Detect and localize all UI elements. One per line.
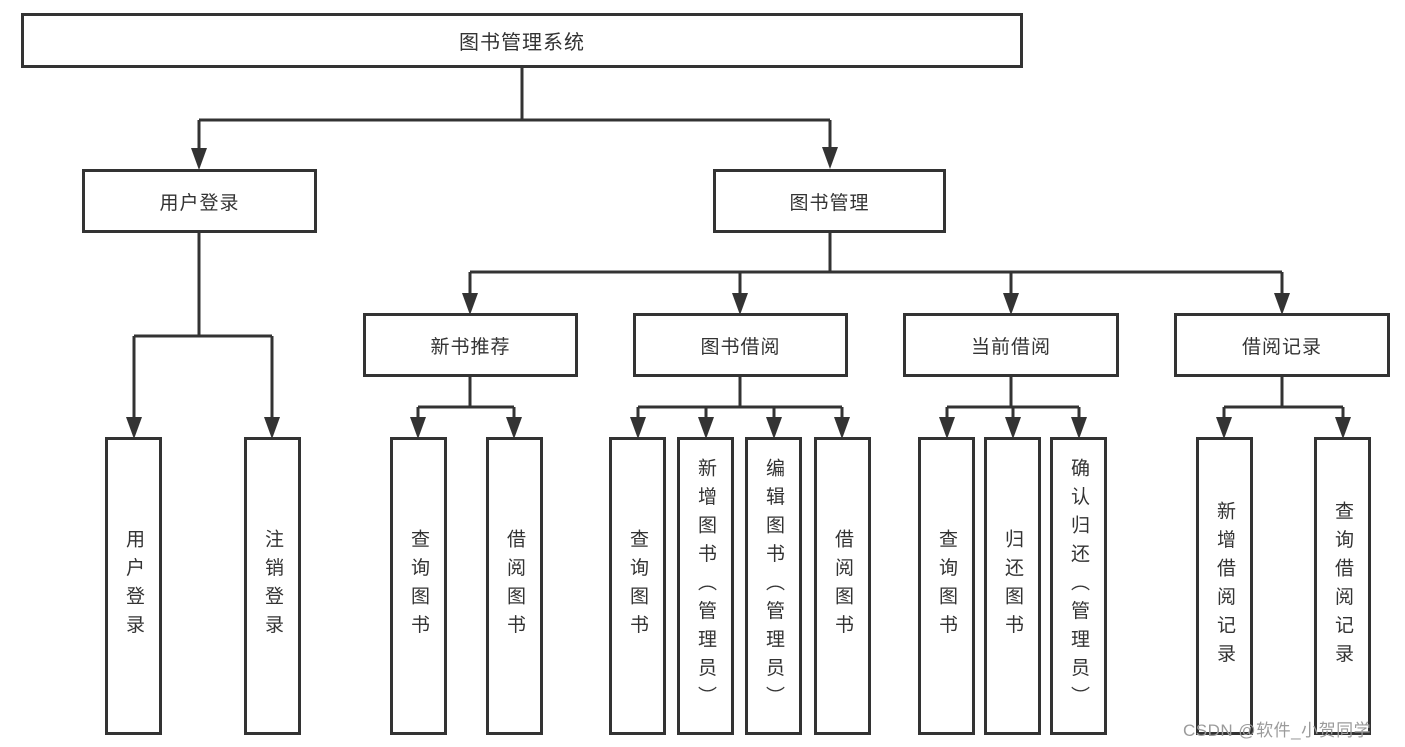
node-book-management-label: 图书管理 xyxy=(789,192,870,214)
leaf-user-login: 用户登录 xyxy=(105,437,162,735)
csdn-watermark: CSDN @软件_小贺同学 xyxy=(1183,721,1372,740)
node-root-library-management-system: 图书管理系统 xyxy=(21,13,1023,68)
leaf-add-borrow-record-label: 新增借阅记录 xyxy=(1214,500,1235,672)
leaf-add-borrow-record: 新增借阅记录 xyxy=(1196,437,1253,735)
leaf-query-book-current-label: 查询图书 xyxy=(936,529,957,643)
node-borrow-records-label: 借阅记录 xyxy=(1241,336,1322,358)
connector-arrowheads xyxy=(126,147,1351,439)
leaf-query-borrow-record: 查询借阅记录 xyxy=(1314,437,1371,735)
node-new-book-recommend-label: 新书推荐 xyxy=(430,336,511,358)
node-user-login: 用户登录 xyxy=(82,169,317,233)
node-current-borrow: 当前借阅 xyxy=(903,313,1119,377)
leaf-query-book-recommend-label: 查询图书 xyxy=(408,529,429,643)
leaf-user-login-label: 用户登录 xyxy=(123,529,144,643)
leaf-logout: 注销登录 xyxy=(244,437,301,735)
node-user-login-label: 用户登录 xyxy=(159,192,240,214)
leaf-add-book-admin: 新增图书（管理员） xyxy=(677,437,734,735)
leaf-query-borrow-record-label: 查询借阅记录 xyxy=(1332,500,1353,672)
node-current-borrow-label: 当前借阅 xyxy=(970,336,1051,358)
leaf-add-book-admin-label: 新增图书（管理员） xyxy=(695,457,716,715)
leaf-query-book-current: 查询图书 xyxy=(918,437,975,735)
leaf-confirm-return-admin-label: 确认归还（管理员） xyxy=(1068,457,1089,715)
leaf-query-book-borrow-label: 查询图书 xyxy=(627,529,648,643)
leaf-borrow-book-recommend: 借阅图书 xyxy=(486,437,543,735)
node-book-management: 图书管理 xyxy=(713,169,946,233)
leaf-query-book-recommend: 查询图书 xyxy=(390,437,447,735)
leaf-confirm-return-admin: 确认归还（管理员） xyxy=(1050,437,1107,735)
leaf-borrow-book: 借阅图书 xyxy=(814,437,871,735)
leaf-return-book: 归还图书 xyxy=(984,437,1041,735)
node-book-borrow-label: 图书借阅 xyxy=(700,336,781,358)
leaf-return-book-label: 归还图书 xyxy=(1002,529,1023,643)
node-borrow-records: 借阅记录 xyxy=(1174,313,1390,377)
node-new-book-recommend: 新书推荐 xyxy=(363,313,578,377)
node-book-borrow: 图书借阅 xyxy=(633,313,848,377)
leaf-query-book-borrow: 查询图书 xyxy=(609,437,666,735)
leaf-borrow-book-label: 借阅图书 xyxy=(832,529,853,643)
leaf-edit-book-admin-label: 编辑图书（管理员） xyxy=(763,457,784,715)
leaf-borrow-book-recommend-label: 借阅图书 xyxy=(504,529,525,643)
leaf-logout-label: 注销登录 xyxy=(262,529,283,643)
node-root-label: 图书管理系统 xyxy=(459,32,585,54)
leaf-edit-book-admin: 编辑图书（管理员） xyxy=(745,437,802,735)
